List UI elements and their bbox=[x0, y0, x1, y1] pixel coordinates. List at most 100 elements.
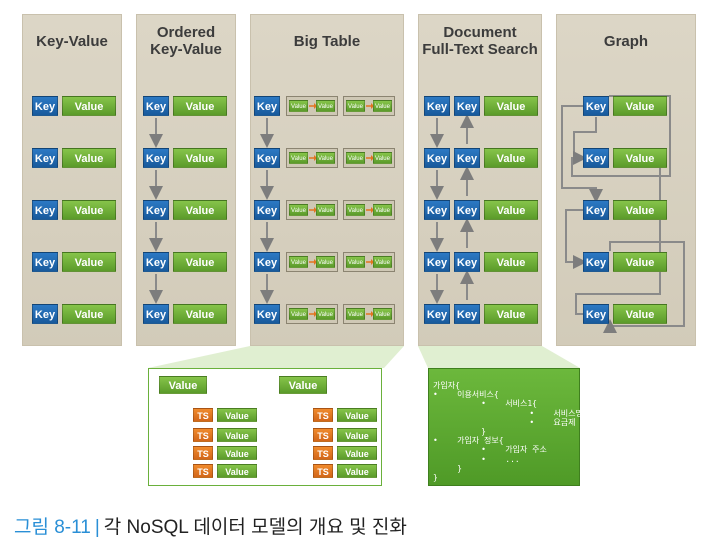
panel-title: Key-Value bbox=[36, 33, 108, 50]
key-box: Key bbox=[143, 148, 169, 168]
value-box: Value bbox=[173, 252, 227, 272]
ts-box: TS bbox=[313, 446, 333, 460]
value-box: Value bbox=[316, 308, 335, 320]
value-box: Value bbox=[346, 100, 365, 112]
key-box: Key bbox=[254, 96, 280, 116]
value-box: Value bbox=[62, 148, 116, 168]
big-table-cell: Value Value bbox=[286, 200, 338, 220]
arrow-right-icon bbox=[309, 259, 317, 265]
ts-box: TS bbox=[313, 428, 333, 442]
value-box: Value bbox=[289, 100, 308, 112]
key-box: Key bbox=[583, 200, 609, 220]
value-box: Value bbox=[346, 256, 365, 268]
value-box: Value bbox=[316, 204, 335, 216]
key-box: Key bbox=[583, 96, 609, 116]
value-box: Value bbox=[346, 152, 365, 164]
value-box: Value bbox=[316, 100, 335, 112]
value-box: Value bbox=[217, 446, 257, 460]
key-box: Key bbox=[424, 148, 450, 168]
value-box: Value bbox=[316, 152, 335, 164]
big-table-panel: Big Table bbox=[250, 14, 404, 346]
panel-title: Ordered Key-Value bbox=[150, 24, 222, 58]
value-box: Value bbox=[613, 96, 667, 116]
value-box: Value bbox=[217, 428, 257, 442]
key-box: Key bbox=[424, 200, 450, 220]
value-box: Value bbox=[217, 464, 257, 478]
caption-separator: | bbox=[94, 517, 100, 538]
key-box: Key bbox=[254, 148, 280, 168]
value-box: Value bbox=[346, 204, 365, 216]
key-box: Key bbox=[583, 304, 609, 324]
value-box: Value bbox=[289, 152, 308, 164]
panel-title: Graph bbox=[603, 33, 649, 50]
key-box: Key bbox=[454, 148, 480, 168]
value-box: Value bbox=[613, 148, 667, 168]
value-box: Value bbox=[289, 308, 308, 320]
panel-title: Document Full-Text Search bbox=[422, 24, 538, 58]
key-box: Key bbox=[454, 304, 480, 324]
key-box: Key bbox=[32, 148, 58, 168]
key-box: Key bbox=[454, 96, 480, 116]
key-box: Key bbox=[143, 96, 169, 116]
key-box: Key bbox=[454, 200, 480, 220]
value-box: Value bbox=[289, 204, 308, 216]
figure-caption: 그림 8-11|각 NoSQL 데이터 모델의 개요 및 진화 bbox=[14, 512, 407, 539]
value-box: Value bbox=[484, 148, 538, 168]
document-structure-text: 가입자{ • 이용서비스{ • 서비스1{ • 서비스명 • 요금제 } • 가… bbox=[433, 381, 583, 483]
big-table-detail: Value Value TS Value TS Value TS Value T… bbox=[148, 368, 382, 486]
value-box: Value bbox=[62, 304, 116, 324]
ts-box: TS bbox=[193, 464, 213, 478]
key-box: Key bbox=[424, 96, 450, 116]
key-box: Key bbox=[583, 148, 609, 168]
value-box: Value bbox=[337, 464, 377, 478]
key-box: Key bbox=[32, 252, 58, 272]
big-table-cell: Value Value bbox=[286, 304, 338, 324]
value-box: Value bbox=[373, 152, 392, 164]
value-box: Value bbox=[159, 376, 207, 394]
key-box: Key bbox=[454, 252, 480, 272]
caption-text: 각 NoSQL 데이터 모델의 개요 및 진화 bbox=[103, 517, 407, 538]
value-box: Value bbox=[217, 408, 257, 422]
value-box: Value bbox=[289, 256, 308, 268]
value-box: Value bbox=[373, 100, 392, 112]
key-box: Key bbox=[32, 304, 58, 324]
value-box: Value bbox=[337, 428, 377, 442]
key-box: Key bbox=[254, 252, 280, 272]
value-box: Value bbox=[173, 148, 227, 168]
big-table-cell: Value Value bbox=[286, 96, 338, 116]
value-box: Value bbox=[484, 96, 538, 116]
value-box: Value bbox=[613, 304, 667, 324]
key-box: Key bbox=[583, 252, 609, 272]
arrow-right-icon bbox=[366, 155, 374, 161]
document-detail: 가입자{ • 이용서비스{ • 서비스1{ • 서비스명 • 요금제 } • 가… bbox=[428, 368, 583, 486]
ts-box: TS bbox=[313, 408, 333, 422]
key-box: Key bbox=[143, 304, 169, 324]
arrow-right-icon bbox=[366, 207, 374, 213]
arrow-right-icon bbox=[366, 103, 374, 109]
ts-box: TS bbox=[193, 408, 213, 422]
value-box: Value bbox=[613, 252, 667, 272]
value-box: Value bbox=[337, 446, 377, 460]
arrow-right-icon bbox=[366, 311, 374, 317]
value-box: Value bbox=[62, 252, 116, 272]
arrow-right-icon bbox=[309, 207, 317, 213]
panel-title: Big Table bbox=[293, 33, 361, 50]
key-box: Key bbox=[424, 304, 450, 324]
key-box: Key bbox=[32, 96, 58, 116]
key-box: Key bbox=[143, 252, 169, 272]
value-box: Value bbox=[173, 200, 227, 220]
value-box: Value bbox=[337, 408, 377, 422]
value-box: Value bbox=[373, 308, 392, 320]
arrow-right-icon bbox=[366, 259, 374, 265]
key-box: Key bbox=[254, 200, 280, 220]
key-value-panel: Key-Value bbox=[22, 14, 122, 346]
value-box: Value bbox=[62, 96, 116, 116]
value-box: Value bbox=[62, 200, 116, 220]
big-table-cell: Value Value bbox=[343, 148, 395, 168]
ts-box: TS bbox=[313, 464, 333, 478]
value-box: Value bbox=[373, 204, 392, 216]
big-table-cell: Value Value bbox=[343, 96, 395, 116]
key-box: Key bbox=[143, 200, 169, 220]
value-box: Value bbox=[484, 252, 538, 272]
